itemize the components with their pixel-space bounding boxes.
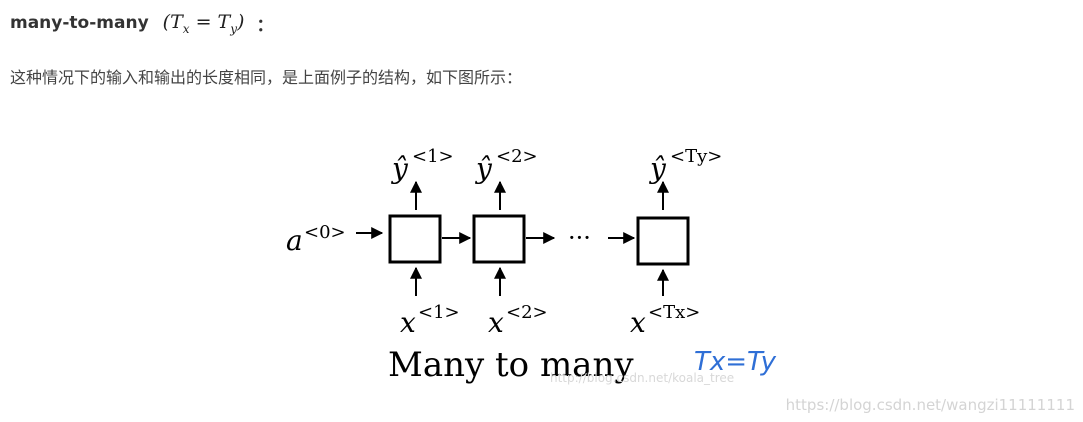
output-label-2-base: ŷ bbox=[474, 152, 493, 185]
rnn-cell-2 bbox=[472, 214, 526, 264]
math-sub-y: y bbox=[230, 21, 238, 36]
output-label-2-sup: <2> bbox=[496, 146, 538, 167]
math-sub-x: x bbox=[182, 21, 190, 36]
source-watermark: https://blog.csdn.net/wangzi11111111 bbox=[785, 396, 1075, 414]
input-label-2-sup: <2> bbox=[506, 302, 548, 323]
handwritten-note: Tx=Ty bbox=[694, 347, 777, 377]
rnn-cell-ty bbox=[636, 216, 690, 266]
rnn-diagram: ŷ <1> ŷ <2> ŷ <Ty> a <0> ··· x <1> x <2>… bbox=[286, 146, 777, 385]
activation-label-base: a bbox=[286, 224, 303, 257]
figure-caption: Many to many bbox=[388, 345, 634, 385]
math-T-x: T bbox=[170, 10, 183, 33]
heading-colon: ： bbox=[256, 15, 274, 36]
input-label-1-sup: <1> bbox=[418, 302, 460, 323]
rnn-cell-1 bbox=[388, 214, 442, 264]
description-paragraph: 这种情况下的输入和输出的长度相同，是上面例子的结构，如下图所示： bbox=[10, 68, 523, 87]
output-label-ty-base: ŷ bbox=[648, 152, 667, 185]
input-label-tx-sup: <Tx> bbox=[648, 302, 700, 323]
rnn-figure: ŷ <1> ŷ <2> ŷ <Ty> a <0> ··· x <1> x <2>… bbox=[270, 140, 810, 400]
input-label-tx-base: x bbox=[630, 306, 646, 339]
ellipsis: ··· bbox=[568, 224, 591, 252]
input-label-1-base: x bbox=[400, 306, 416, 339]
activation-label-sup: <0> bbox=[304, 222, 346, 243]
input-label-2-base: x bbox=[488, 306, 504, 339]
section-heading: many-to-many (Tx = Ty) ： bbox=[10, 8, 273, 38]
heading-title: many-to-many bbox=[10, 13, 149, 33]
output-label-ty-sup: <Ty> bbox=[670, 146, 722, 167]
caption-watermark: http://blog.csdn.net/koala_tree bbox=[550, 371, 734, 385]
math-equals: = bbox=[189, 10, 218, 33]
output-label-1-sup: <1> bbox=[412, 146, 454, 167]
output-label-1-base: ŷ bbox=[390, 152, 409, 185]
heading-math: (Tx = Ty) bbox=[162, 10, 245, 36]
math-T-y: T bbox=[217, 10, 231, 33]
